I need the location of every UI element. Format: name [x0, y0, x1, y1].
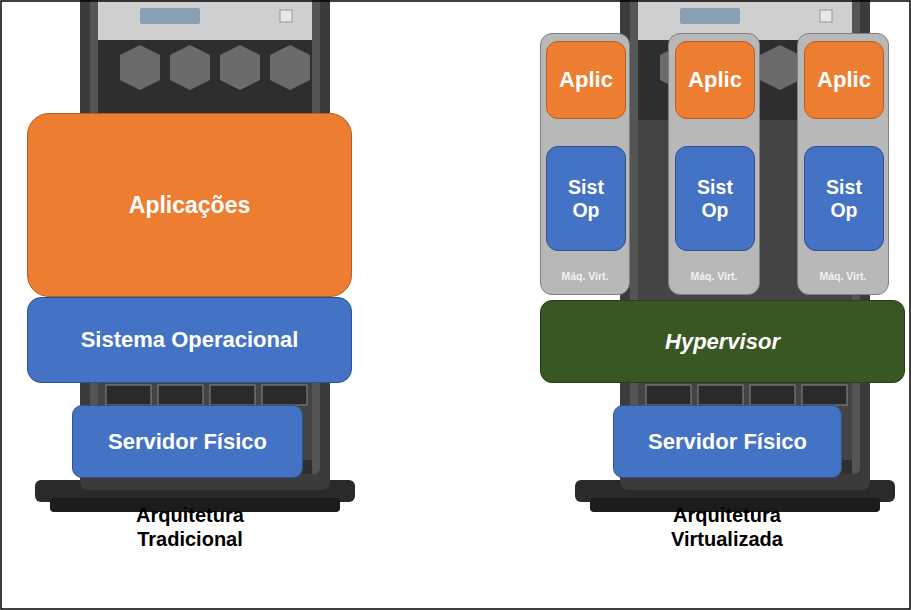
layer-label: Aplic — [682, 67, 748, 92]
architecture-caption: Arquitetura Tradicional — [100, 503, 280, 551]
physical-server: Servidor Físico — [613, 405, 842, 478]
vm-label: Máq. Virt. — [798, 270, 888, 282]
layer-label: Aplic — [553, 67, 619, 92]
layer-label: Aplic — [811, 67, 877, 92]
physical-server: Servidor Físico — [72, 405, 303, 478]
layer-label: Servidor Físico — [102, 429, 273, 454]
app-box: Aplic — [804, 41, 884, 119]
layer-label: Sist Op — [805, 176, 883, 221]
os-box: Sist Op — [675, 146, 755, 251]
virtual-machine: Máq. Virt. AplicSist Op — [797, 33, 889, 295]
layer-label: Hypervisor — [659, 329, 786, 354]
layer-label: Sist Op — [547, 176, 625, 221]
os-layer: Sistema Operacional — [27, 297, 352, 383]
vm-label: Máq. Virt. — [541, 270, 629, 282]
layer-label: Sist Op — [676, 176, 754, 221]
hypervisor-layer: Hypervisor — [540, 300, 905, 383]
vm-label: Máq. Virt. — [669, 270, 759, 282]
layer-label: Servidor Físico — [642, 429, 813, 454]
app-box: Aplic — [675, 41, 755, 119]
app-box: Aplic — [546, 41, 626, 119]
application-layer: Aplicações — [27, 113, 352, 297]
os-box: Sist Op — [546, 146, 626, 251]
layer-label: Sistema Operacional — [75, 327, 305, 352]
layer-label: Aplicações — [123, 192, 256, 218]
architecture-caption: Arquitetura Virtualizada — [637, 503, 817, 551]
virtual-machine: Máq. Virt. AplicSist Op — [540, 33, 630, 295]
virtual-machine: Máq. Virt. AplicSist Op — [668, 33, 760, 295]
os-box: Sist Op — [804, 146, 884, 251]
